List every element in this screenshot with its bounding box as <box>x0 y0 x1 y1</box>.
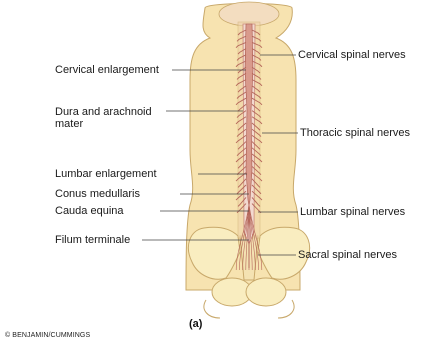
label-dura-arachnoid-mater: Dura and arachnoid mater <box>55 106 167 130</box>
label-conus-medullaris: Conus medullaris <box>55 188 140 200</box>
label-filum-terminale: Filum terminale <box>55 234 130 246</box>
publisher-credit: © BENJAMIN/CUMMINGS <box>5 332 90 339</box>
label-lumbar-spinal-nerves: Lumbar spinal nerves <box>300 206 405 218</box>
label-thoracic-spinal-nerves: Thoracic spinal nerves <box>300 127 410 139</box>
panel-label: (a) <box>189 318 202 330</box>
label-cervical-enlargement: Cervical enlargement <box>55 64 159 76</box>
label-cervical-spinal-nerves: Cervical spinal nerves <box>298 49 406 61</box>
label-sacral-spinal-nerves: Sacral spinal nerves <box>298 249 397 261</box>
label-cauda-equina: Cauda equina <box>55 205 124 217</box>
label-lumbar-enlargement: Lumbar enlargement <box>55 168 157 180</box>
